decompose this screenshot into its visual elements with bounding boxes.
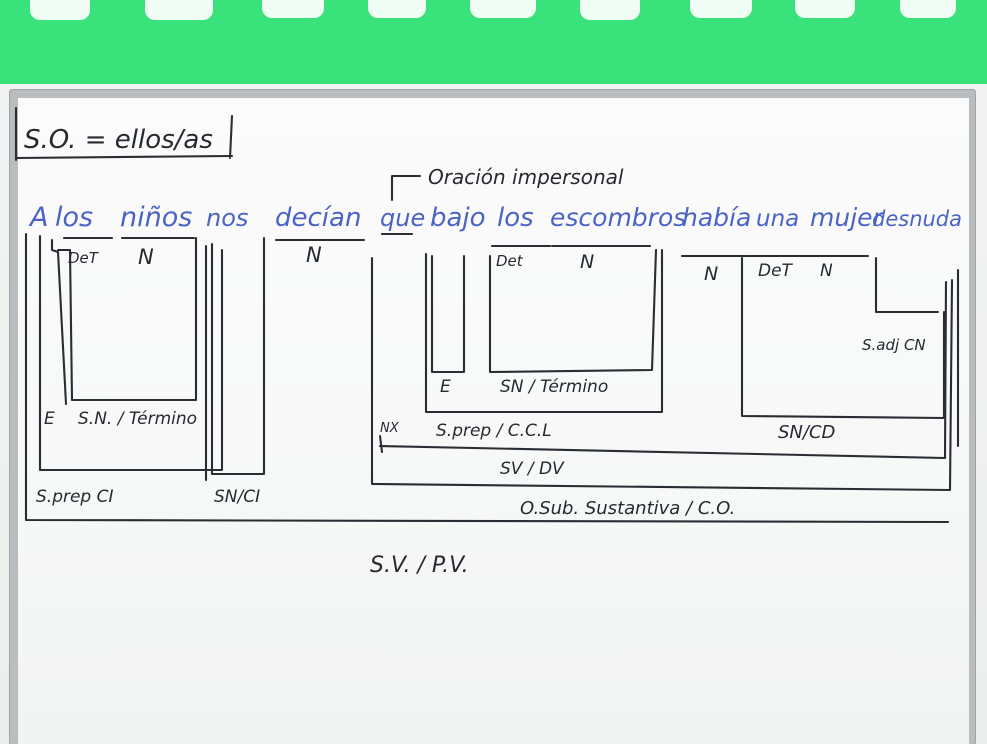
impersonal-note: Oración impersonal (390, 165, 624, 202)
word-los-2: los (497, 203, 534, 233)
word-escombros: escombros (550, 203, 686, 232)
label-sn-termino-2: SN / Término (500, 377, 608, 397)
label-n-ninos: N (138, 245, 154, 269)
word-bajo: bajo (430, 203, 486, 233)
label-sadj-cn: S.adj CN (862, 336, 926, 354)
word-habia: había (682, 203, 751, 232)
word-ninos: niños (120, 202, 192, 233)
label-n-mujer: N (820, 261, 833, 281)
word-nos: nos (206, 204, 248, 232)
word-desnuda: desnuda (872, 207, 962, 231)
label-n-habia: N (704, 263, 718, 285)
label-n-escombros: N (580, 251, 594, 273)
label-det-3: DeT (758, 261, 794, 281)
label-sn-termino-1: S.N. / Término (78, 409, 197, 429)
sentence: A los niños nos decían que bajo los esco… (28, 202, 962, 233)
word-underlines (62, 232, 870, 258)
word-mujer: mujer (810, 203, 885, 232)
label-sn-cd: SN/CD (778, 422, 835, 443)
word-decian: decían (275, 203, 361, 233)
word-que: que (380, 204, 425, 232)
label-e-1: E (44, 409, 55, 429)
analysis-brackets (24, 232, 960, 524)
label-sv-dv: SV / DV (500, 459, 565, 479)
label-osub: O.Sub. Sustantiva / C.O. (520, 498, 735, 519)
label-sv-pv: S.V. / P.V. (370, 553, 469, 578)
label-e-2: E (440, 377, 451, 397)
label-det-2: Det (496, 252, 524, 270)
word-labels: DeT N N Det N N DeT N NX (68, 243, 833, 436)
word-una: una (756, 206, 799, 232)
phrase-labels: E S.N. / Término S.prep CI SN/CI E SN / … (36, 336, 926, 578)
impersonal-note-text: Oración impersonal (428, 165, 624, 189)
label-n-decian: N (306, 243, 322, 267)
word-a: A (28, 202, 48, 233)
green-banner-overlay (0, 0, 987, 84)
label-nx: NX (380, 421, 400, 436)
whiteboard (18, 98, 969, 744)
label-sn-ci: SN/CI (214, 487, 260, 507)
subject-note-text: S.O. = ellos/as (24, 125, 213, 155)
label-det-1: DeT (68, 249, 100, 267)
word-los-1: los (55, 202, 93, 233)
subject-note: S.O. = ellos/as (14, 106, 234, 162)
label-sprep-ci: S.prep CI (36, 487, 114, 507)
label-sprep-ccl: S.prep / C.C.L (436, 421, 552, 441)
